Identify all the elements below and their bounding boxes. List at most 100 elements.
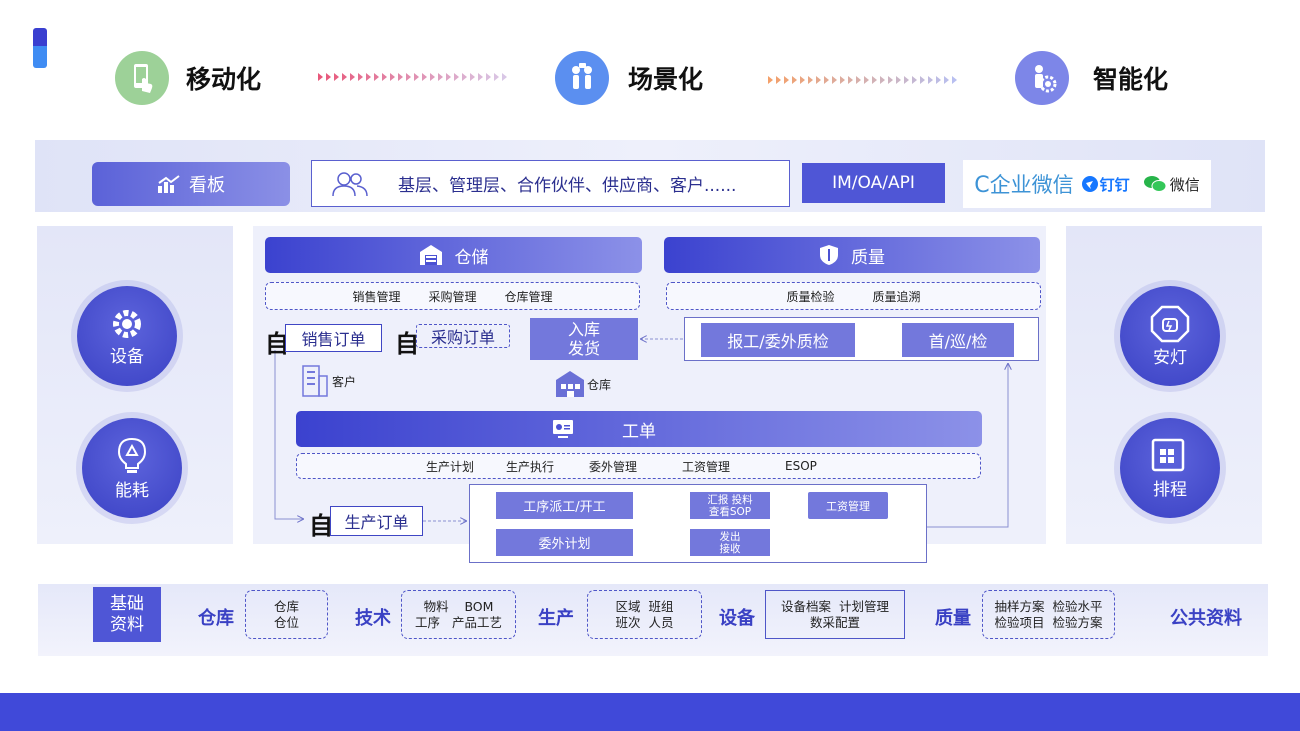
- purchase-order[interactable]: 采购订单: [416, 324, 510, 348]
- base-quality-line2: 检验项目 检验方案: [994, 614, 1103, 630]
- arrow-chevron: [374, 73, 379, 81]
- base-quality-box[interactable]: 抽样方案 检验水平 检验项目 检验方案: [982, 590, 1115, 639]
- kanban-button[interactable]: 看板: [92, 162, 290, 206]
- andon-button[interactable]: 安灯: [1120, 286, 1220, 386]
- production-order[interactable]: 生产订单: [330, 506, 423, 536]
- sales-order[interactable]: 销售订单: [285, 324, 382, 352]
- arrow-trail-1: [318, 71, 518, 83]
- arrow-chevron: [414, 73, 419, 81]
- dingtalk-icon: [1081, 176, 1098, 192]
- quality-title: 质量: [851, 247, 885, 268]
- alarm-light-icon: [1150, 305, 1190, 343]
- arrow-chevron: [888, 76, 893, 84]
- wecom-logo: C企业微信: [974, 173, 1074, 198]
- base-quality-label: 质量: [935, 608, 971, 629]
- arrow-chevron: [768, 76, 773, 84]
- report-feed-sop[interactable]: 汇报 投料 查看SOP: [690, 492, 770, 519]
- purchase-mgmt[interactable]: 采购管理: [428, 289, 477, 304]
- send-receive[interactable]: 发出 接收: [690, 529, 770, 556]
- arrow-chevron: [358, 73, 363, 81]
- arrow-chevron: [454, 73, 459, 81]
- warehouse-header[interactable]: 仓储: [265, 237, 642, 273]
- esop[interactable]: ESOP: [785, 459, 817, 473]
- customer: 客户: [300, 364, 356, 398]
- arrow-chevron: [390, 73, 395, 81]
- wechat-label: 微信: [1169, 175, 1200, 194]
- base-quality-line1: 抽样方案 检验水平: [994, 598, 1103, 614]
- base-prod-box[interactable]: 区域 班组 班次 人员: [587, 590, 702, 639]
- device-label: 设备: [110, 346, 144, 367]
- arrow-chevron: [800, 76, 805, 84]
- arrow-chevron: [494, 73, 499, 81]
- base-warehouse-box[interactable]: 仓库 仓位: [245, 590, 328, 639]
- base-device-line1: 设备档案 计划管理: [781, 598, 889, 614]
- arrow-chevron: [912, 76, 917, 84]
- report-inspect[interactable]: 报工/委外质检: [701, 323, 855, 357]
- arrow-trail-2: [768, 74, 968, 86]
- quality-inspection[interactable]: 质量检验: [786, 289, 835, 304]
- base-tech-line1: 物料 BOM: [423, 598, 494, 614]
- dispatch-start[interactable]: 工序派工/开工: [496, 492, 633, 519]
- arrow-chevron: [944, 76, 949, 84]
- smart-label: 智能化: [1093, 65, 1169, 94]
- warehouse-mgmt[interactable]: 仓库管理: [504, 289, 553, 304]
- users-box: 基层、管理层、合作伙伴、供应商、客户......: [311, 160, 790, 207]
- base-device-box[interactable]: 设备档案 计划管理 数采配置: [765, 590, 905, 639]
- kanban-label: 看板: [189, 175, 225, 196]
- arrow-chevron: [848, 76, 853, 84]
- arrow-chevron: [502, 73, 507, 81]
- arrow-chevron: [808, 76, 813, 84]
- users-icon: [330, 171, 370, 197]
- arrow-chevron: [334, 73, 339, 81]
- quality-trace[interactable]: 质量追溯: [872, 289, 921, 304]
- view-sop-label: 查看SOP: [708, 505, 752, 518]
- inout-box[interactable]: 入库 发货: [530, 318, 638, 360]
- base-title-line1: 基础: [110, 593, 144, 614]
- base-tech-box[interactable]: 物料 BOM 工序 产品工艺: [401, 590, 516, 639]
- arrow-chevron: [840, 76, 845, 84]
- public-data-label[interactable]: 公共资料: [1170, 608, 1242, 629]
- sales-mgmt[interactable]: 销售管理: [352, 289, 401, 304]
- monitor-icon: [552, 419, 574, 439]
- robot-gear-icon: [1015, 51, 1069, 105]
- self-icon-3: 自: [309, 512, 333, 540]
- arrow-chevron: [776, 76, 781, 84]
- im-oa-api[interactable]: IM/OA/API: [802, 163, 945, 203]
- arrow-chevron: [462, 73, 467, 81]
- arrow-chevron: [326, 73, 331, 81]
- arrow-chevron: [824, 76, 829, 84]
- arrow-chevron: [952, 76, 957, 84]
- base-prod-line1: 区域 班组: [615, 598, 674, 614]
- energy-button[interactable]: 能耗: [82, 418, 182, 518]
- outsource-plan[interactable]: 委外计划: [496, 529, 633, 556]
- workorder-header[interactable]: 工单: [296, 411, 982, 447]
- gear-wrench-icon: [107, 306, 147, 342]
- base-warehouse-label: 仓库: [198, 608, 234, 629]
- quality-subs: 质量检验 质量追溯: [666, 282, 1041, 310]
- prod-plan[interactable]: 生产计划: [426, 459, 475, 474]
- device-button[interactable]: 设备: [77, 286, 177, 386]
- base-warehouse-line2: 仓位: [273, 614, 299, 630]
- schedule-button[interactable]: 排程: [1120, 418, 1220, 518]
- arrow-chevron: [366, 73, 371, 81]
- scene-label: 场景化: [628, 65, 704, 94]
- quality-header[interactable]: 质量: [664, 237, 1040, 273]
- arrow-chevron: [904, 76, 909, 84]
- base-data-band: [38, 584, 1268, 656]
- building-icon: [300, 364, 330, 398]
- shield-icon: [819, 244, 839, 266]
- arrow-chevron: [936, 76, 941, 84]
- schedule-label: 排程: [1153, 479, 1187, 500]
- prod-exec[interactable]: 生产执行: [506, 459, 555, 474]
- wage-mgmt[interactable]: 工资管理: [682, 459, 731, 474]
- arrow-chevron: [486, 73, 491, 81]
- arrow-chevron: [398, 73, 403, 81]
- arrow-chevron: [318, 73, 323, 81]
- footer-bar: [0, 693, 1300, 731]
- arrow-chevron: [422, 73, 427, 81]
- wage-box[interactable]: 工资管理: [808, 492, 888, 519]
- ship-label: 发货: [567, 339, 600, 358]
- outsource-mgmt[interactable]: 委外管理: [589, 459, 638, 474]
- first-patrol-inspect[interactable]: 首/巡/检: [902, 323, 1014, 357]
- arrow-chevron: [816, 76, 821, 84]
